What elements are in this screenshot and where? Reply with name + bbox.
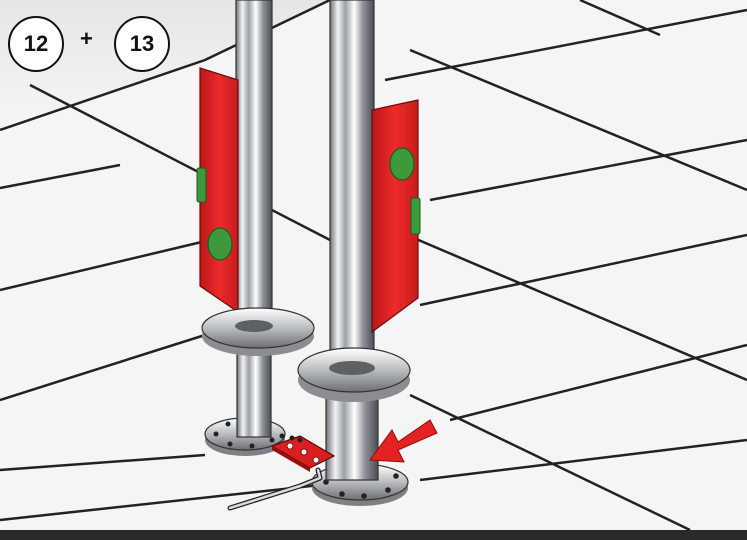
step-badge-second: 13	[114, 16, 170, 72]
spirit-level-right	[371, 99, 421, 334]
post-left	[235, 0, 273, 438]
red-arrow-icon	[369, 419, 438, 463]
step-badge-first: 12	[8, 16, 64, 72]
step-number-second: 13	[129, 31, 155, 56]
mounting-template	[270, 433, 336, 472]
collar-left	[201, 307, 315, 356]
spirit-level-left	[196, 67, 239, 314]
next-panel-edge	[0, 530, 747, 540]
collar-right	[297, 347, 411, 402]
post-right	[325, 0, 379, 481]
step-number-first: 12	[23, 31, 49, 56]
wall-floor-edge	[0, 0, 331, 132]
step-separator: +	[80, 26, 93, 51]
hex-key-icon	[227, 467, 323, 511]
